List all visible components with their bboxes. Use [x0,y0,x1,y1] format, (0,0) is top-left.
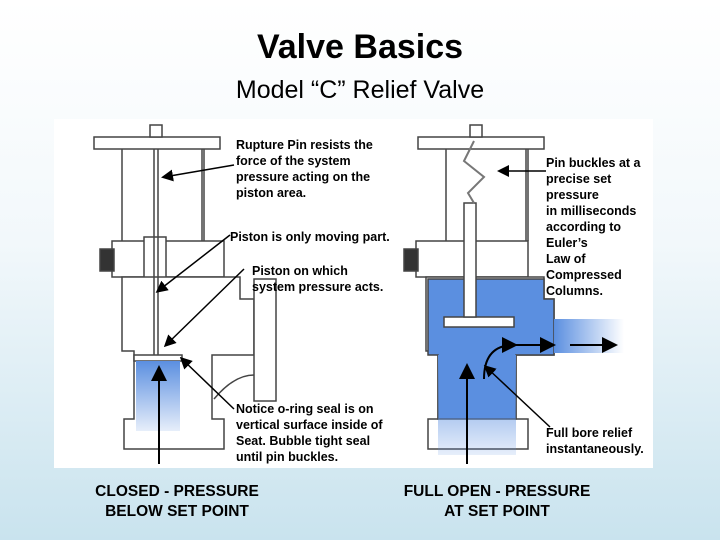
yoke-bar [93,136,221,150]
annotation-rupture-pin: Rupture Pin resists the force of the sys… [236,138,373,200]
slide-title: Valve Basics [256,28,464,66]
yoke-bar-right [417,136,545,150]
buckled-pin [462,140,486,204]
valve-drawing [93,124,624,464]
seat [133,354,183,362]
top-nut [149,124,163,138]
valve-diagram: Rupture Pin resists the force of the sys… [54,119,653,468]
open-inlet-fluid [438,355,516,455]
pin-holder [143,236,167,282]
outlet-flange [253,278,277,402]
leader-lines [155,164,551,428]
caption-closed: CLOSED - PRESSURE BELOW SET POINT [95,483,259,520]
annotation-full-bore: Full bore relief instantaneously. [546,426,644,456]
annotation-pin-buckles: Pin buckles at a precise set pressure in… [546,156,641,298]
bonnet [111,240,225,278]
open-outlet-fluid [554,319,624,353]
annotation-oring-seal: Notice o-ring seal is on vertical surfac… [236,402,383,464]
side-bolt-left [99,248,115,272]
raised-piston [443,316,515,328]
caption-open: FULL OPEN - PRESSURE AT SET POINT [403,483,591,520]
annotation-piston-moving: Piston is only moving part. [230,230,390,244]
piston-stem [463,202,477,318]
slide-subtitle: Model “C” Relief Valve [235,76,485,104]
annotation-piston-pressure: Piston on which system pressure acts. [252,264,384,294]
